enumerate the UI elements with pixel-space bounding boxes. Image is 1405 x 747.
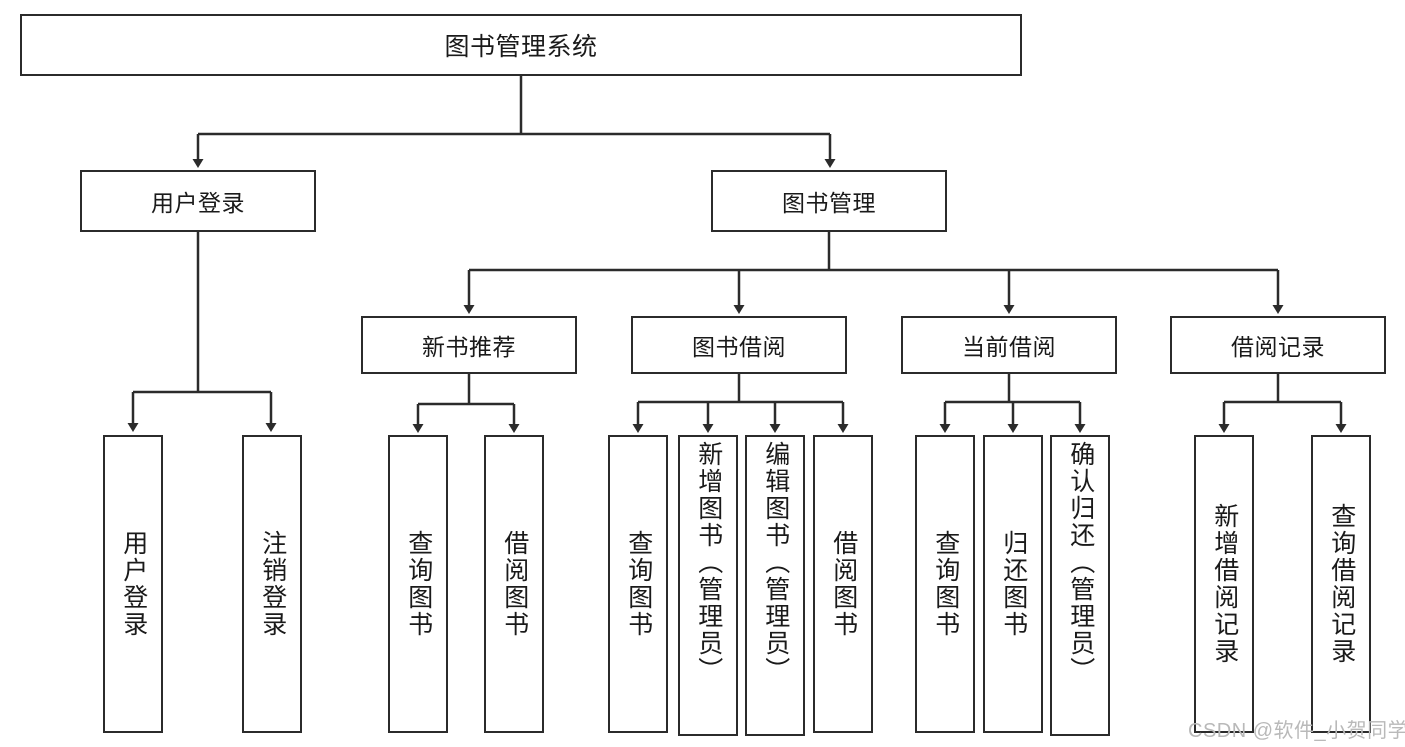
node-label: 注销登录 <box>258 530 287 638</box>
node-leaf-add-borrow-record[interactable]: 新增借阅记录 <box>1194 435 1254 733</box>
node-label: 借阅记录 <box>1231 334 1325 360</box>
node-new-book-recommend[interactable]: 新书推荐 <box>361 316 577 374</box>
node-label: 用户登录 <box>151 190 245 216</box>
node-label: 借阅图书 <box>829 530 858 638</box>
node-leaf-query-borrow-record[interactable]: 查询借阅记录 <box>1311 435 1371 733</box>
node-borrow-record[interactable]: 借阅记录 <box>1170 316 1386 374</box>
node-label: 确认归还（管理员） <box>1066 441 1095 684</box>
node-label: 用户登录 <box>119 530 148 638</box>
node-label: 图书管理系统 <box>444 33 598 61</box>
node-label: 查询借阅记录 <box>1327 503 1356 665</box>
node-label: 新增借阅记录 <box>1210 503 1239 665</box>
node-label: 查询图书 <box>931 530 960 638</box>
node-leaf-confirm-return-admin[interactable]: 确认归还（管理员） <box>1050 435 1110 736</box>
node-leaf-query-book-recommend[interactable]: 查询图书 <box>388 435 448 733</box>
node-label: 当前借阅 <box>962 334 1056 360</box>
node-label: 归还图书 <box>999 530 1028 638</box>
node-leaf-query-book-borrow[interactable]: 查询图书 <box>608 435 668 733</box>
node-leaf-borrow-book-borrow[interactable]: 借阅图书 <box>813 435 873 733</box>
node-label: 查询图书 <box>404 530 433 638</box>
node-user-login[interactable]: 用户登录 <box>80 170 316 232</box>
node-leaf-query-book-current[interactable]: 查询图书 <box>915 435 975 733</box>
node-leaf-add-book-admin[interactable]: 新增图书（管理员） <box>678 435 738 736</box>
node-book-borrow[interactable]: 图书借阅 <box>631 316 847 374</box>
node-label: 新书推荐 <box>422 334 516 360</box>
node-leaf-logout-login[interactable]: 注销登录 <box>242 435 302 733</box>
node-current-borrow[interactable]: 当前借阅 <box>901 316 1117 374</box>
node-book-management-system[interactable]: 图书管理系统 <box>20 14 1022 76</box>
node-label: 查询图书 <box>624 530 653 638</box>
node-label: 图书管理 <box>782 190 876 216</box>
node-label: 编辑图书（管理员） <box>761 441 790 684</box>
node-label: 新增图书（管理员） <box>694 441 723 684</box>
node-label: 图书借阅 <box>692 334 786 360</box>
node-leaf-borrow-book-recommend[interactable]: 借阅图书 <box>484 435 544 733</box>
node-book-management[interactable]: 图书管理 <box>711 170 947 232</box>
node-leaf-return-book[interactable]: 归还图书 <box>983 435 1043 733</box>
node-leaf-edit-book-admin[interactable]: 编辑图书（管理员） <box>745 435 805 736</box>
node-label: 借阅图书 <box>500 530 529 638</box>
node-leaf-user-login[interactable]: 用户登录 <box>103 435 163 733</box>
csdn-watermark: CSDN @软件_小贺同学 <box>1188 720 1405 742</box>
